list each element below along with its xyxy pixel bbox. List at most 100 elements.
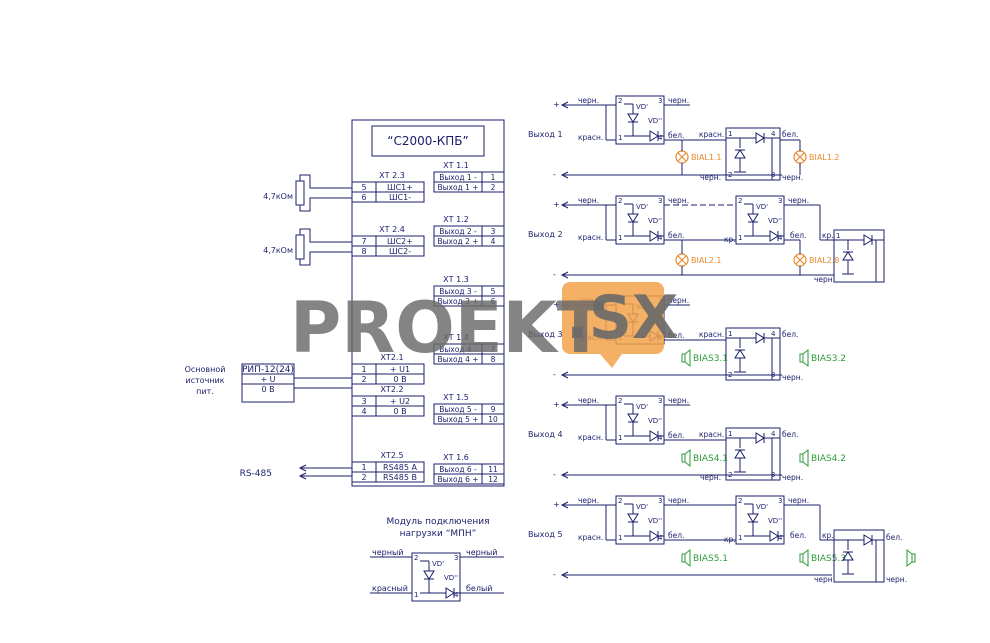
pin-label: 4	[771, 130, 776, 138]
lamp-label: BIAL1.1	[691, 153, 722, 162]
diode-triangle	[755, 132, 765, 144]
terminal-label: 0 В	[393, 407, 406, 416]
terminal-number: 11	[488, 465, 498, 474]
terminal-block-name: ХТ 2.4	[379, 225, 405, 234]
siren-label: BIAS4.2	[811, 454, 846, 464]
vd1-diode-icon	[627, 513, 639, 523]
load-diode-icon	[734, 349, 746, 359]
pin-label: 3	[658, 497, 662, 505]
wire-label-white: бел.	[668, 431, 684, 440]
legend-title: Модуль подключения	[386, 517, 489, 527]
load-diode-icon	[755, 432, 765, 444]
terminal-number: 12	[488, 475, 498, 484]
siren-label: BIAS5.1	[693, 554, 728, 564]
terminal-row	[351, 471, 425, 483]
terminal-number: 1	[491, 173, 496, 182]
lamp-cross	[795, 255, 805, 265]
diode-triangle	[863, 234, 873, 246]
power-caption: источник	[185, 376, 224, 385]
pin-label: 1	[618, 434, 622, 442]
vd1-diode-icon	[627, 213, 639, 223]
power-supply-box	[241, 363, 295, 403]
pin-label: 4	[658, 234, 663, 242]
terminal-label: + U2	[390, 397, 410, 406]
pin-label: 2	[728, 171, 732, 179]
lamp-bial1-1: BIAL1.1	[675, 150, 722, 164]
load-body	[725, 427, 781, 481]
pin-label: 4	[778, 234, 783, 242]
left-wiring: 4,7кОм4,7кОмОсновнойисточникпит.РИП-12(2…	[185, 174, 352, 480]
pin-label: 1	[728, 330, 732, 338]
pin-label: 3	[658, 197, 662, 205]
device-title-box	[371, 125, 485, 157]
terminal-label: Выход 4 -	[439, 345, 477, 354]
siren-bias4-1: BIAS4.1	[681, 448, 728, 468]
pin-label: 2	[728, 471, 732, 479]
rs485-label: RS-485	[240, 469, 272, 479]
pin-label: 1	[414, 591, 418, 599]
resistor-wire	[299, 197, 352, 212]
terminal-number: 10	[488, 415, 498, 424]
siren-bias5-1: BIAS5.1	[681, 548, 728, 568]
load-body	[725, 127, 781, 181]
arrow-head	[560, 371, 569, 379]
siren-bias4-2: BIAS4.2	[799, 448, 846, 468]
rail-plus: +	[553, 200, 560, 209]
vd1-label: VD'	[636, 103, 648, 111]
terminal-row	[351, 245, 425, 257]
vd1-label: VD'	[636, 503, 648, 511]
terminal-label: Выход 5 -	[439, 405, 477, 414]
wire-label-red: кр.	[822, 231, 834, 240]
arrow-head	[298, 464, 307, 472]
output-label: Выход 3	[528, 330, 563, 339]
diode-triangle	[747, 213, 759, 223]
load-module	[725, 127, 781, 181]
terminal-number: 4	[491, 237, 496, 246]
rail-minus: -	[553, 170, 556, 179]
lamp-cross	[677, 255, 687, 265]
pin-label: 3	[771, 171, 775, 179]
vd1-diode-icon	[747, 213, 759, 223]
diode-triangle	[734, 449, 746, 459]
power-title: РИП-12(24)	[242, 365, 294, 375]
watermark-text: PROEKT	[290, 287, 605, 369]
diode-triangle	[863, 534, 873, 546]
resistor-icon	[295, 234, 305, 260]
power-row: 0 В	[261, 385, 274, 394]
siren-cone	[684, 548, 691, 568]
diode-triangle	[747, 513, 759, 523]
terminal-number: 1	[361, 463, 366, 472]
terminal-number: 5	[491, 287, 496, 296]
minus-arrow-icon	[560, 571, 832, 579]
terminal-number: 9	[491, 405, 496, 414]
wire-label-black: черн.	[668, 196, 689, 205]
output-label: Выход 4	[528, 430, 563, 439]
terminal-label: Выход 2 -	[439, 227, 477, 236]
diode-triangle	[445, 587, 455, 599]
siren-cone	[684, 448, 691, 468]
wire-label-black: черн.	[782, 473, 803, 482]
pin-label: 3	[771, 471, 775, 479]
minus-arrow-icon	[560, 371, 782, 379]
vd2-diode-icon	[445, 587, 455, 599]
rs485-arrow-icon	[298, 464, 352, 472]
terminal-label: ШС2+	[387, 237, 413, 246]
load-diode-icon	[863, 534, 873, 546]
terminal-block-name: ХТ2.1	[380, 353, 403, 362]
wire-label-black: черн.	[668, 396, 689, 405]
minus-arrow-icon	[560, 471, 782, 479]
vd1-label: VD'	[636, 203, 648, 211]
diode-triangle	[649, 230, 659, 242]
vd2-label: VD''	[648, 517, 662, 525]
vd2-diode-icon	[769, 530, 779, 542]
pin-label: 2	[738, 497, 742, 505]
terminal-block-name: ХТ 1.1	[443, 161, 469, 170]
